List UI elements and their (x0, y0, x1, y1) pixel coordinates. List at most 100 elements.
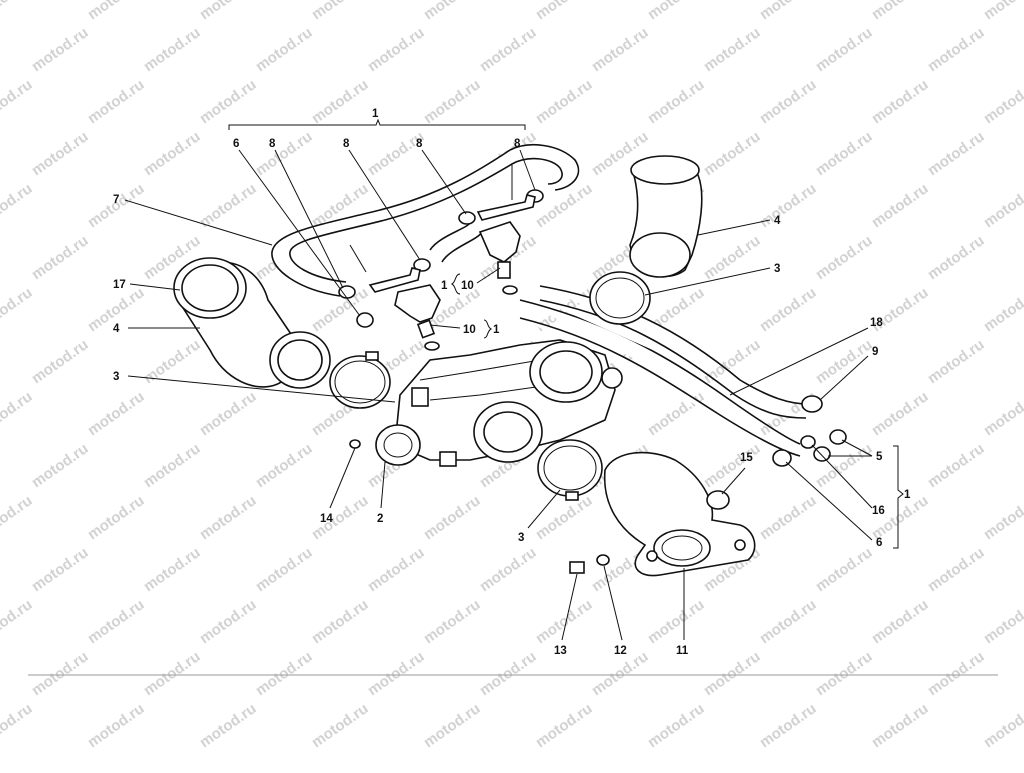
callout-9: 9 (872, 346, 878, 358)
leader-8-c (421, 149, 467, 215)
watermark-text: motod.ru (365, 648, 428, 699)
clamp-8-a (338, 285, 356, 299)
clamp-3-left (329, 355, 391, 409)
watermark-text: motod.ru (253, 128, 316, 179)
clamp-3-left-inner (334, 360, 386, 404)
brace-10-upper (450, 273, 461, 295)
end-cap-inner (383, 432, 413, 458)
callout-3-right: 3 (774, 263, 780, 275)
cap-9 (801, 395, 823, 413)
watermark-text: motod.ru (141, 544, 204, 595)
injector-left (394, 284, 441, 323)
clamp-8-b (413, 258, 431, 272)
watermark-text: motod.ru (981, 284, 1024, 335)
watermark-text: motod.ru (365, 24, 428, 75)
watermark-text: motod.ru (701, 232, 764, 283)
injector-right-nozzle (497, 261, 511, 279)
watermark-text: motod.ru (0, 388, 36, 439)
watermark-text: motod.ru (925, 440, 988, 491)
watermark-text: motod.ru (981, 700, 1024, 751)
watermark-text: motod.ru (645, 388, 708, 439)
watermark-text: motod.ru (29, 648, 92, 699)
watermark-text: motod.ru (309, 76, 372, 127)
leader-10-lower (429, 324, 461, 329)
oring-right (502, 285, 518, 295)
watermark-text: motod.ru (925, 232, 988, 283)
bracket-group-1-top (228, 118, 526, 130)
watermark-text: motod.ru (925, 336, 988, 387)
hose-18-upper (519, 299, 801, 445)
watermark-text: motod.ru (29, 232, 92, 283)
watermark-text: motod.ru (85, 700, 148, 751)
leader-9 (819, 355, 869, 401)
watermark-text: motod.ru (253, 648, 316, 699)
hose-7-inner (289, 157, 563, 283)
callout-labels: 1 6 8 8 8 8 7 17 4 3 14 2 3 1 10 10 1 4 … (113, 108, 911, 657)
watermark-text: motod.ru (869, 700, 932, 751)
callout-4-left: 4 (113, 323, 120, 335)
watermark-text: motod.ru (85, 492, 148, 543)
watermark-text: motod.ru (533, 0, 596, 23)
watermark-text: motod.ru (309, 596, 372, 647)
watermark-text: motod.ru (869, 596, 932, 647)
throttle-body-sensor (411, 387, 429, 407)
watermark-text: motod.ru (757, 180, 820, 231)
callout-18: 18 (870, 317, 883, 329)
watermark-text: motod.ru (869, 492, 932, 543)
washer-12 (596, 554, 610, 566)
watermark-text: motod.ru (29, 544, 92, 595)
watermark-text: motod.ru (421, 492, 484, 543)
watermark-text: motod.ru (197, 492, 260, 543)
watermark-text: motod.ru (85, 76, 148, 127)
watermark-text: motod.ru (981, 596, 1024, 647)
screw-14 (349, 439, 361, 449)
callout-6-left: 6 (233, 138, 239, 150)
leader-5-a (841, 439, 873, 457)
watermark-text: motod.ru (757, 76, 820, 127)
watermark-text: motod.ru (85, 596, 148, 647)
watermark-text: motod.ru (869, 180, 932, 231)
oring-left (424, 341, 440, 351)
callout-1-right: 1 (904, 489, 911, 501)
t-fitting-right (476, 194, 536, 221)
clamp-5-b (813, 446, 831, 462)
watermark-text: motod.ru (757, 0, 820, 23)
hose-18-end (800, 435, 816, 449)
callout-8-d: 8 (514, 138, 521, 150)
throttle-body-foot (439, 451, 457, 467)
watermark-text: motod.ru (253, 440, 316, 491)
leader-7 (124, 199, 273, 246)
callout-1-top: 1 (372, 108, 379, 120)
callout-14: 14 (320, 513, 333, 525)
watermark-text: motod.ru (701, 440, 764, 491)
watermark-text: motod.ru (925, 24, 988, 75)
watermark-text: motod.ru (141, 648, 204, 699)
clamp-3-right (589, 271, 651, 325)
watermark-text: motod.ru (477, 24, 540, 75)
callout-2: 2 (377, 513, 383, 525)
clamp-3-bottom (537, 439, 603, 497)
watermark-text: motod.ru (701, 24, 764, 75)
watermark-text: motod.ru (981, 180, 1024, 231)
watermark-text: motod.ru (0, 700, 36, 751)
watermark-text: motod.ru (0, 180, 36, 231)
watermark-text: motod.ru (29, 440, 92, 491)
t-fitting-left (368, 267, 421, 293)
throttle-linkage (601, 367, 623, 389)
callout-8-a: 8 (269, 138, 276, 150)
watermark-text: motod.ru (421, 76, 484, 127)
watermark-text: motod.ru (309, 492, 372, 543)
throttle-bore-left-inner (483, 411, 533, 453)
watermark-text: motod.ru (29, 24, 92, 75)
callout-11: 11 (676, 645, 689, 657)
injector-right (478, 221, 521, 263)
clamp-5-a (829, 429, 847, 445)
watermark-text: motod.ru (981, 0, 1024, 23)
leader-8-a (274, 149, 344, 289)
leader-12 (603, 565, 623, 641)
callout-8-b: 8 (343, 138, 350, 150)
callout-12: 12 (614, 645, 627, 657)
manifold-flange-bore-inner (661, 535, 703, 561)
watermark-text: motod.ru (925, 648, 988, 699)
watermark-text: motod.ru (0, 0, 36, 23)
